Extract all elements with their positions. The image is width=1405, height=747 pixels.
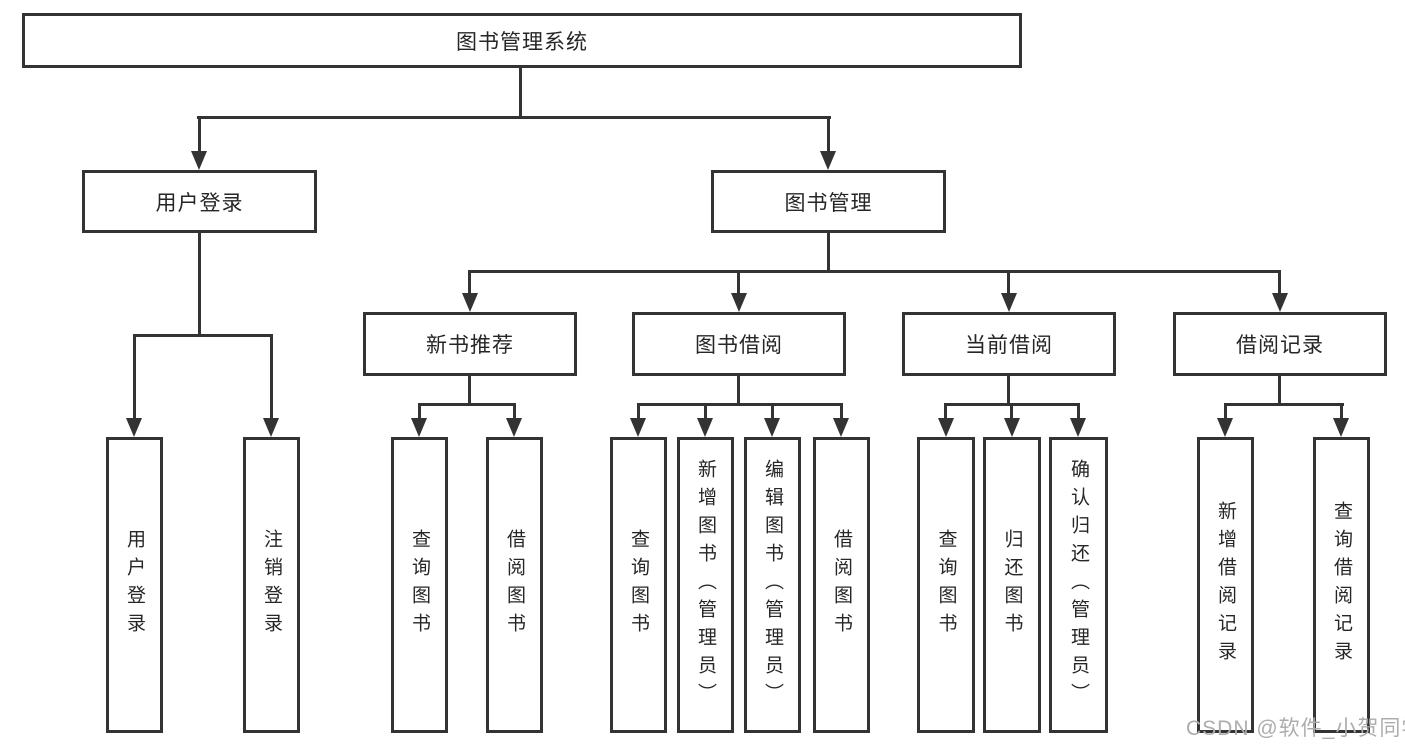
connector [198, 233, 201, 337]
arrow-down [731, 293, 747, 312]
node-library-system: 图书管理系统 [22, 13, 1022, 68]
connector [1278, 376, 1281, 405]
connector [1224, 403, 1227, 421]
leaf-label: 新增图书（管理员） [695, 459, 716, 711]
arrow-down [1217, 418, 1233, 437]
connector [468, 376, 471, 405]
connector [827, 233, 830, 272]
connector [418, 403, 421, 421]
connector [737, 270, 740, 298]
leaf-borrow-books-recommend: 借阅图书 [486, 437, 543, 733]
arrow-down [630, 418, 646, 437]
node-book-management: 图书管理 [711, 170, 946, 233]
connector [418, 403, 516, 406]
arrow-down [263, 418, 279, 437]
connector [133, 334, 273, 337]
leaf-return-book: 归还图书 [983, 437, 1041, 733]
node-borrowing-records: 借阅记录 [1173, 312, 1387, 376]
connector [1224, 403, 1344, 406]
connector [519, 68, 522, 119]
leaf-query-borrow-record: 查询借阅记录 [1313, 437, 1370, 733]
arrow-down [938, 418, 954, 437]
connector [1077, 403, 1080, 421]
leaf-label: 查询图书 [628, 529, 649, 641]
connector [637, 403, 640, 421]
arrow-down [191, 151, 207, 170]
connector [468, 270, 1281, 273]
arrow-down [411, 418, 427, 437]
leaf-query-books-borrow: 查询图书 [610, 437, 667, 733]
leaf-label: 归还图书 [1001, 529, 1023, 641]
arrow-down [697, 418, 713, 437]
leaf-logout: 注销登录 [243, 437, 300, 733]
node-label: 图书管理 [784, 191, 873, 215]
node-label: 借阅记录 [1236, 334, 1324, 357]
node-label: 新书推荐 [426, 334, 514, 357]
connector [1010, 403, 1013, 421]
arrow-down [833, 418, 849, 437]
leaf-label: 编辑图书（管理员） [762, 459, 783, 711]
node-label: 用户登录 [155, 191, 244, 215]
arrow-down [1001, 293, 1017, 312]
connector [840, 403, 843, 421]
arrow-down [764, 418, 780, 437]
connector [637, 403, 843, 406]
node-book-borrowing: 图书借阅 [632, 312, 846, 376]
leaf-edit-book-admin: 编辑图书（管理员） [744, 437, 801, 733]
leaf-add-book-admin: 新增图书（管理员） [677, 437, 734, 733]
leaf-user-login: 用户登录 [106, 437, 163, 733]
connector [704, 403, 707, 421]
node-new-book-recommend: 新书推荐 [363, 312, 577, 376]
arrow-down [820, 151, 836, 170]
connector [1007, 376, 1010, 405]
leaf-label: 查询图书 [409, 529, 430, 641]
leaf-label: 用户登录 [124, 529, 145, 641]
connector [771, 403, 774, 421]
node-current-borrowing: 当前借阅 [902, 312, 1116, 376]
connector [133, 334, 136, 422]
connector [513, 403, 516, 421]
leaf-label: 注销登录 [261, 529, 282, 641]
leaf-query-books-recommend: 查询图书 [391, 437, 448, 733]
leaf-label: 查询图书 [935, 529, 957, 641]
arrow-down [1004, 418, 1020, 437]
node-label: 图书管理系统 [456, 30, 588, 54]
arrow-down [1272, 293, 1288, 312]
connector [944, 403, 947, 421]
connector [270, 334, 273, 422]
csdn-watermark: CSDN @软件_小贺同学 [1186, 717, 1405, 740]
arrow-down [462, 293, 478, 312]
connector [468, 270, 471, 298]
arrow-down [126, 418, 142, 437]
leaf-label: 查询借阅记录 [1331, 501, 1352, 669]
arrow-down [1333, 418, 1349, 437]
leaf-label: 新增借阅记录 [1215, 501, 1236, 669]
node-label: 图书借阅 [695, 334, 783, 357]
arrow-down [1070, 418, 1086, 437]
connector [1007, 270, 1010, 298]
leaf-query-books-current: 查询图书 [917, 437, 975, 733]
leaf-confirm-return-admin: 确认归还（管理员） [1049, 437, 1108, 733]
leaf-label: 借阅图书 [504, 529, 525, 641]
connector [827, 116, 830, 154]
leaf-add-borrow-record: 新增借阅记录 [1197, 437, 1254, 733]
leaf-label: 借阅图书 [831, 529, 852, 641]
connector [198, 116, 201, 154]
connector [1340, 403, 1343, 421]
connector [737, 376, 740, 405]
node-user-login: 用户登录 [82, 170, 317, 233]
connector [197, 116, 831, 119]
arrow-down [506, 418, 522, 437]
connector [1278, 270, 1281, 298]
leaf-borrow-books: 借阅图书 [813, 437, 870, 733]
leaf-label: 确认归还（管理员） [1068, 459, 1089, 711]
node-label: 当前借阅 [965, 334, 1053, 357]
